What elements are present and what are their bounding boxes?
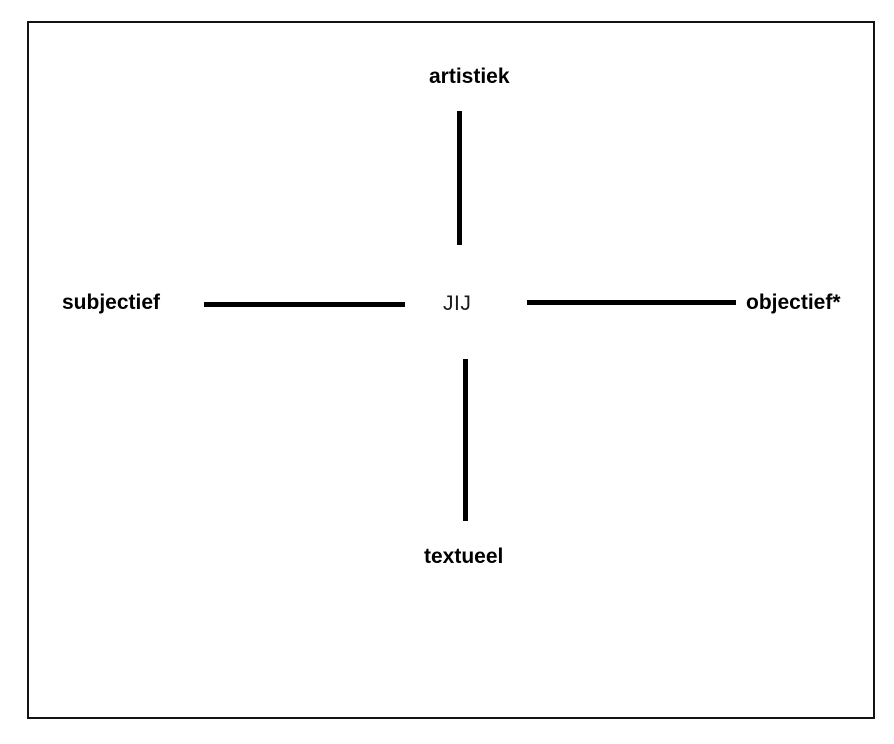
axis-label-bottom: textueel: [424, 545, 504, 568]
axis-vertical-top-line: [457, 111, 462, 245]
axis-horizontal-right-line: [527, 300, 736, 305]
axis-label-right: objectief*: [746, 291, 841, 314]
axis-label-left: subjectief: [62, 291, 161, 314]
axis-vertical-bottom-line: [463, 359, 468, 521]
axis-center-label: JIJ: [443, 292, 472, 315]
axis-label-top: artistiek: [429, 65, 510, 88]
diagram-frame: artistiek textueel subjectief objectief*…: [27, 21, 875, 719]
axis-horizontal-left-line: [204, 302, 405, 307]
